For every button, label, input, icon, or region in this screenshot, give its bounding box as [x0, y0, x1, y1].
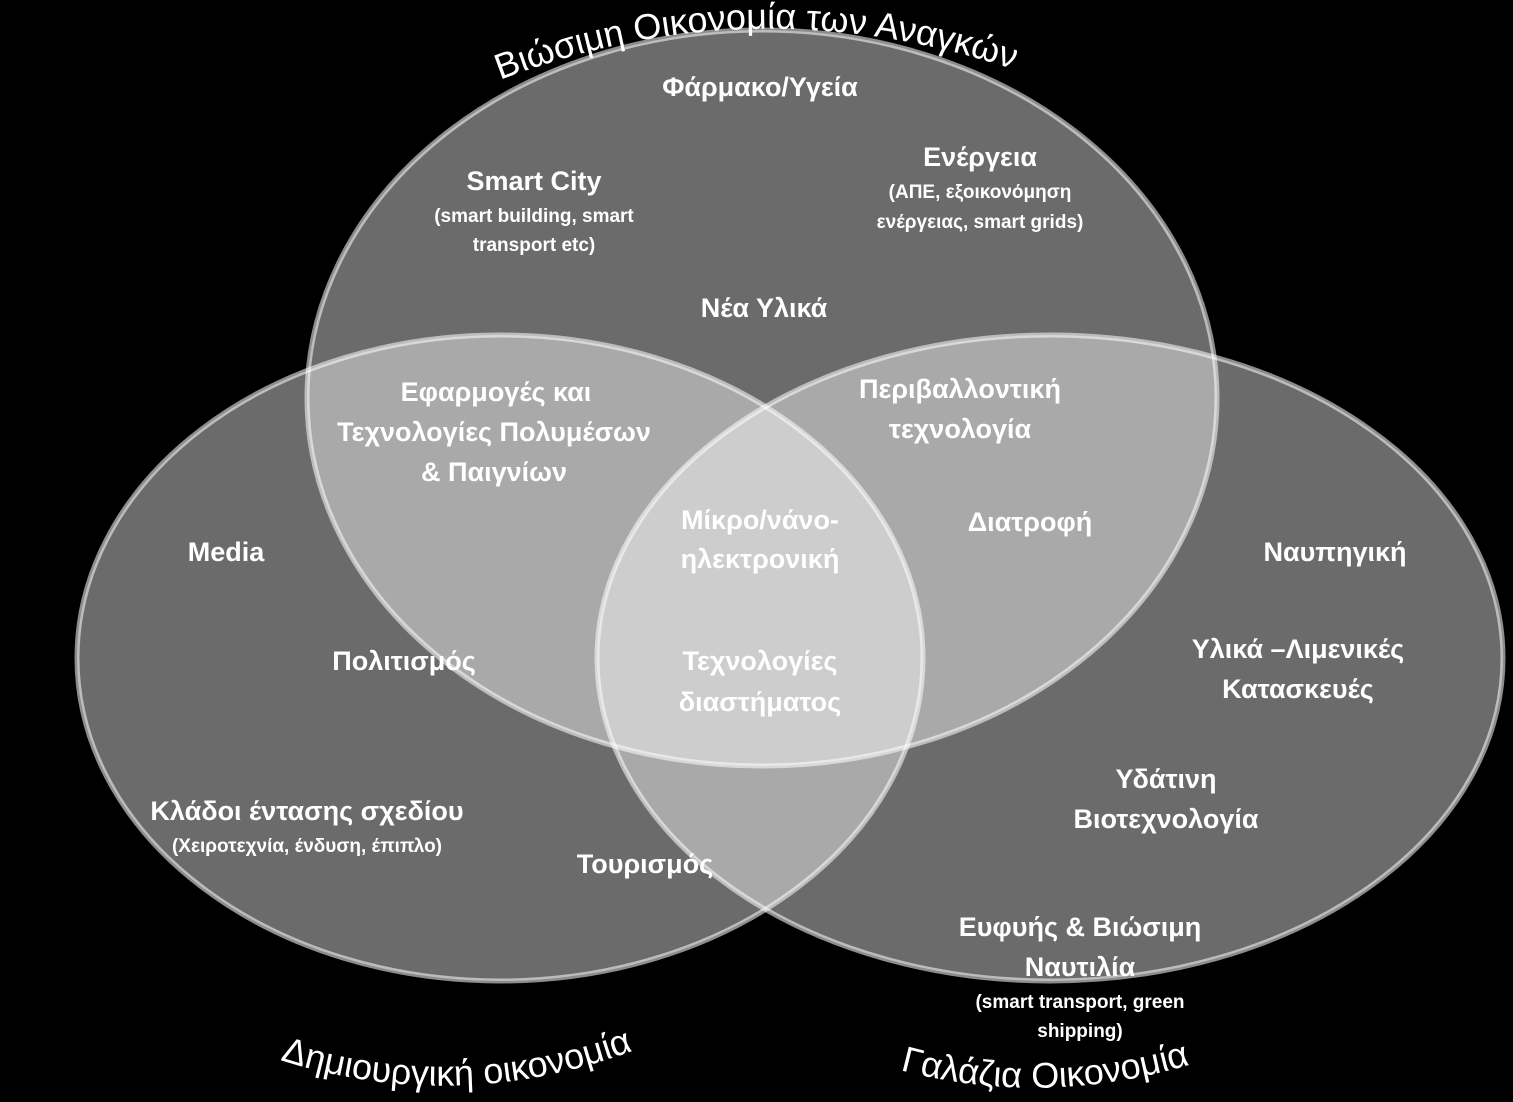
item-port-1: Υλικά –Λιμενικές — [1192, 634, 1404, 664]
item-new-materials: Νέα Υλικά — [701, 293, 828, 323]
item-micro-nano-2: ηλεκτρονική — [681, 544, 840, 574]
item-energy-sub-1: (ΑΠΕ, εξοικονόμηση — [889, 182, 1072, 203]
circle-top — [304, 27, 1220, 769]
set-title-right: Γαλάζια Οικονομία — [898, 1033, 1192, 1096]
item-multimedia-3: & Παιγνίων — [421, 457, 567, 487]
item-energy: Ενέργεια — [923, 142, 1037, 172]
item-multimedia-1: Εφαρμογές και — [401, 377, 592, 407]
item-smart-city-sub-2: transport etc) — [473, 235, 595, 256]
item-smart-city: Smart City — [466, 166, 601, 196]
item-multimedia-2: Τεχνολογίες Πολυμέσων — [337, 417, 651, 447]
item-nutrition: Διατροφή — [968, 507, 1093, 537]
item-shipbuilding: Ναυπηγική — [1263, 537, 1406, 567]
item-design-2: (Χειροτεχνία, ένδυση, έπιπλο) — [172, 836, 442, 857]
item-micro-nano-1: Μίκρο/νάνο- — [681, 505, 839, 535]
item-shipping-4: shipping) — [1037, 1021, 1122, 1042]
item-tourism: Τουρισμός — [577, 849, 713, 879]
item-env-tech-1: Περιβαλλοντική — [859, 374, 1061, 404]
item-aqua-bio-2: Βιοτεχνολογία — [1074, 804, 1259, 834]
item-culture: Πολιτισμός — [332, 646, 476, 676]
circle-right — [594, 332, 1506, 984]
item-space-tech-1: Τεχνολογίες — [683, 646, 838, 676]
item-shipping-1: Ευφυής & Βιώσιμη — [959, 912, 1202, 942]
circle-left — [74, 332, 926, 984]
item-design-1: Κλάδοι έντασης σχεδίου — [150, 796, 463, 826]
item-aqua-bio-1: Υδάτινη — [1115, 764, 1216, 794]
item-shipping-2: Ναυτιλία — [1025, 952, 1136, 982]
item-energy-sub-2: ενέργειας, smart grids) — [877, 212, 1084, 233]
item-smart-city-sub-1: (smart building, smart — [434, 206, 634, 227]
item-pharma: Φάρμακο/Υγεία — [662, 72, 858, 102]
item-env-tech-2: τεχνολογία — [889, 414, 1032, 444]
set-title-left: Δημιουργική οικονομία — [278, 1019, 636, 1093]
item-space-tech-2: διαστήματος — [679, 687, 841, 717]
item-media: Media — [188, 537, 266, 567]
item-port-2: Κατασκευές — [1222, 674, 1374, 704]
item-shipping-3: (smart transport, green — [975, 992, 1184, 1013]
